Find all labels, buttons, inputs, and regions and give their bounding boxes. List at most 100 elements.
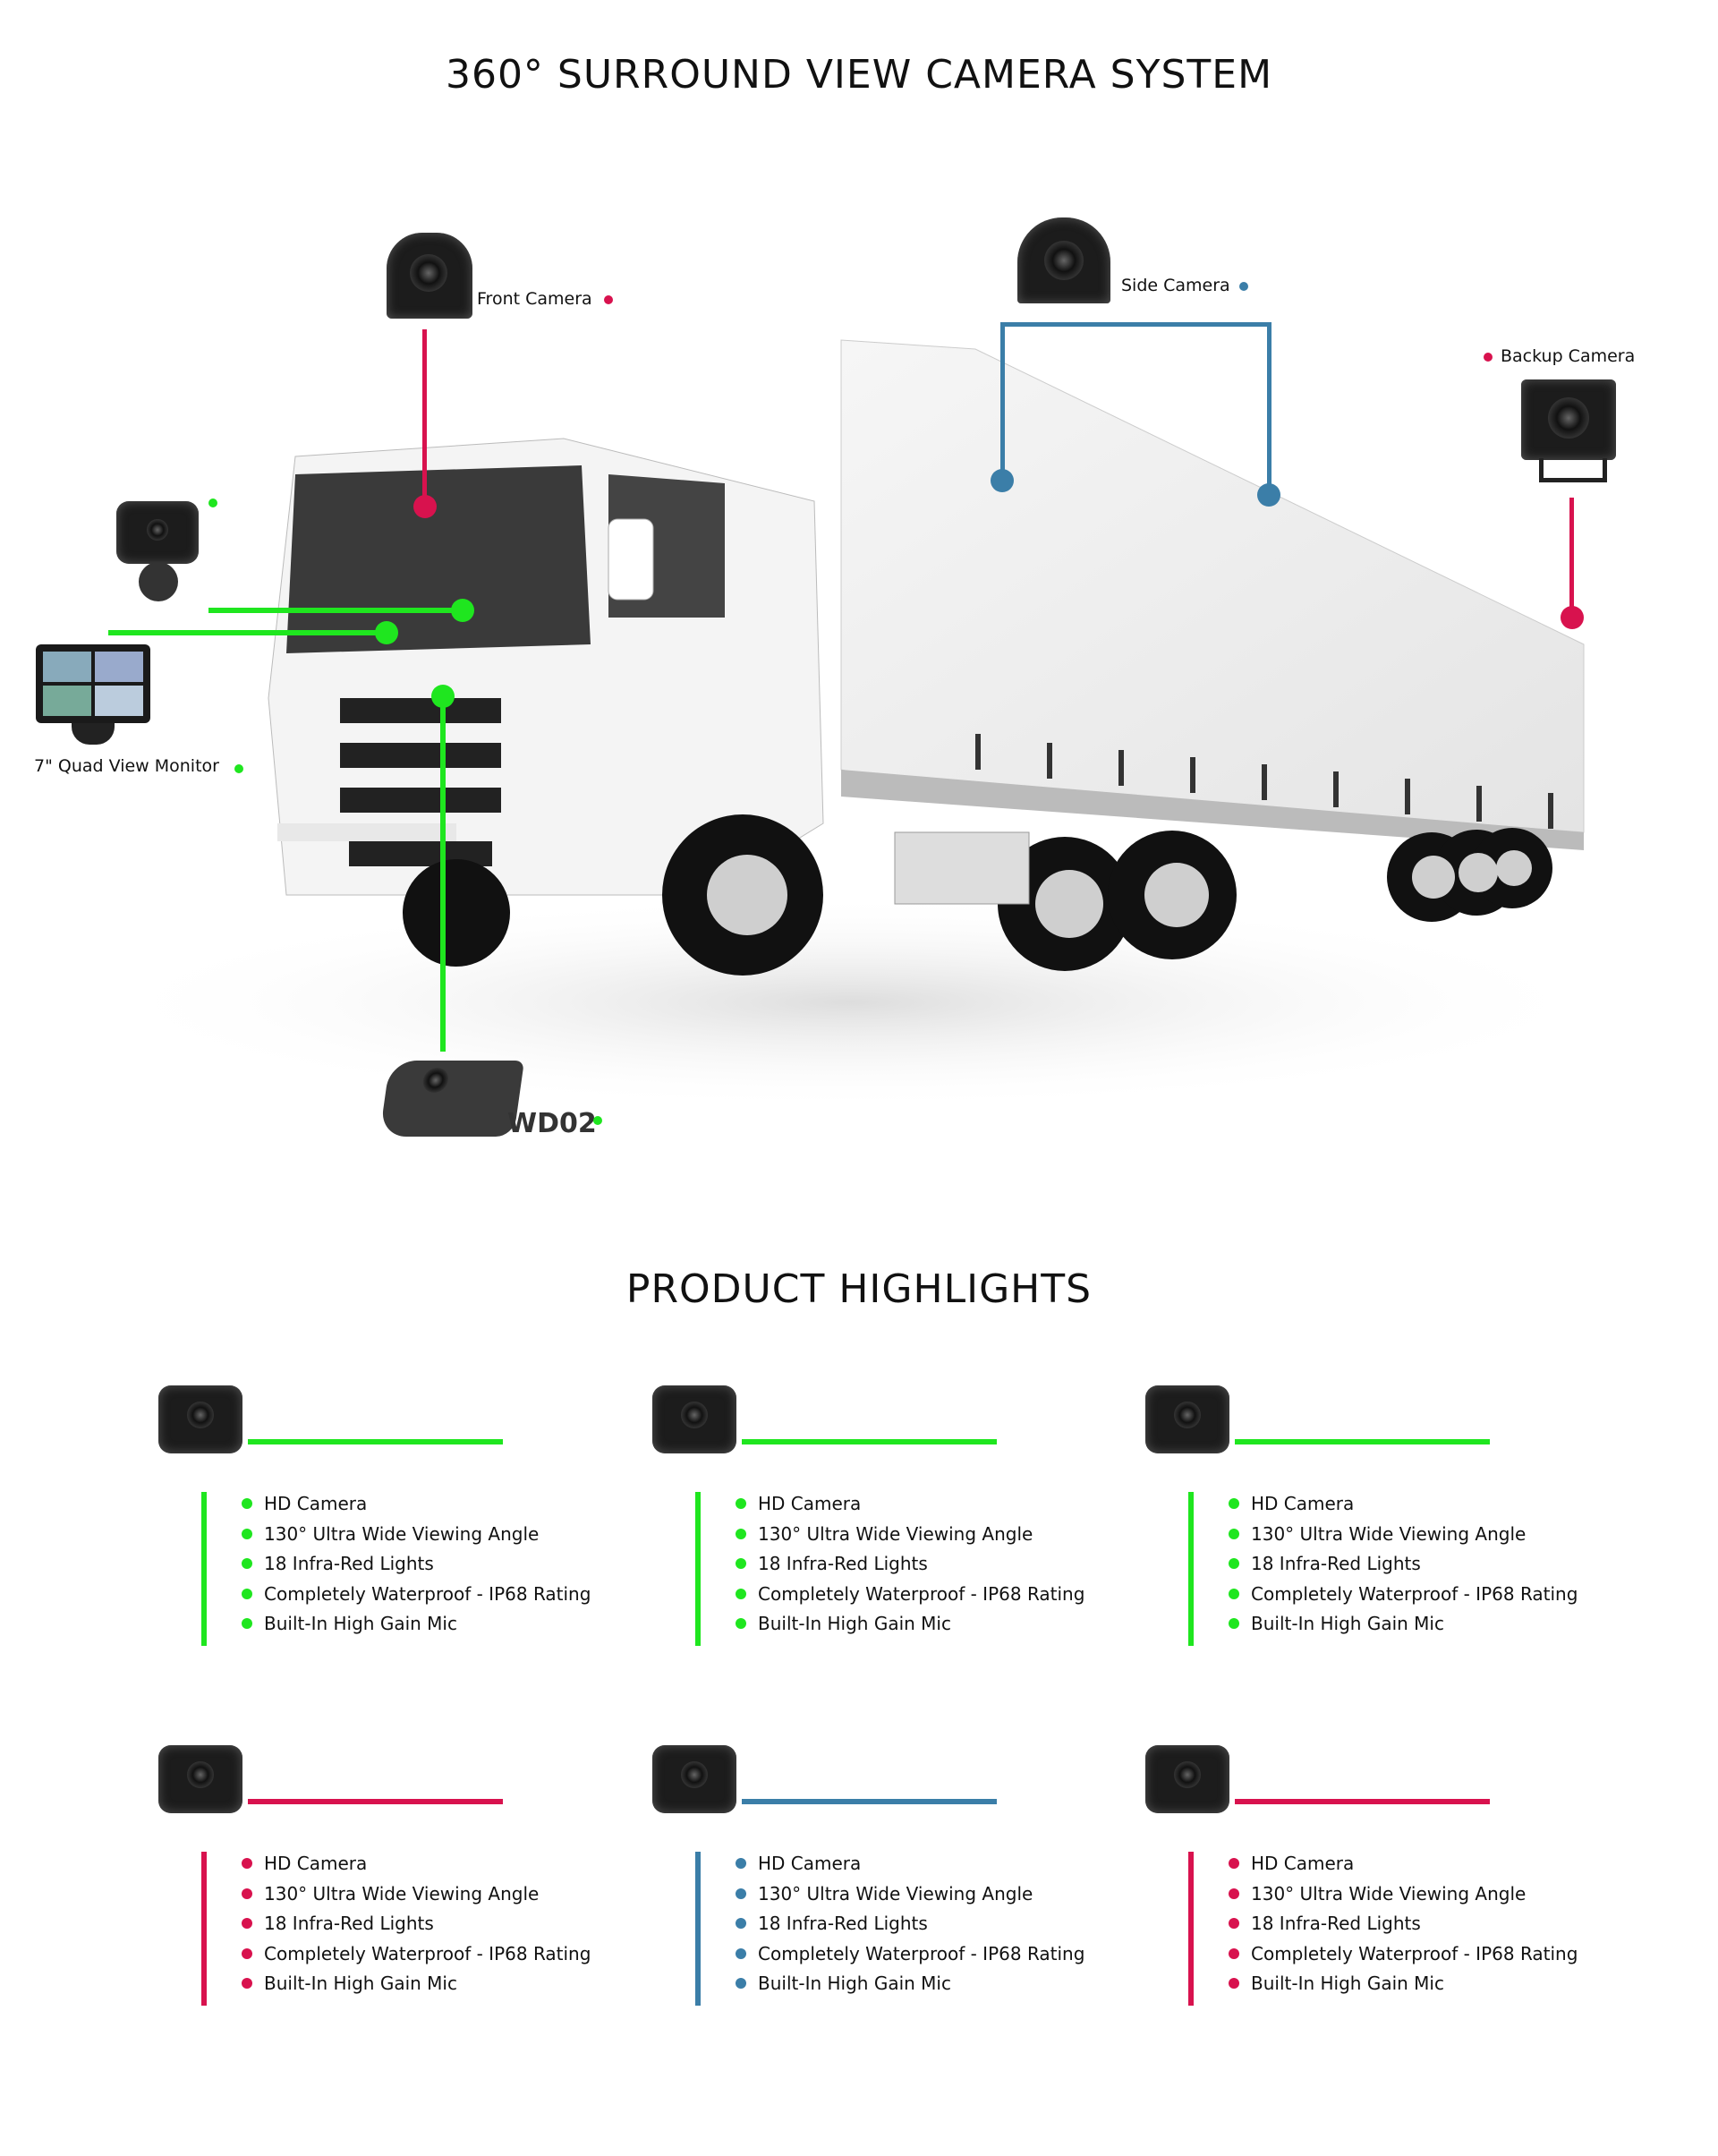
bullet-icon (242, 1918, 252, 1929)
wd02-marker (593, 1116, 602, 1125)
feature-item: 18 Infra-Red Lights (1251, 1913, 1421, 1934)
card-vertical-line (695, 1492, 701, 1646)
bullet-icon (242, 1588, 252, 1599)
bullet-icon (1229, 1618, 1239, 1629)
dash-camera-marker (208, 499, 217, 507)
feature-item: HD Camera (758, 1493, 862, 1514)
front-camera-point (413, 495, 437, 518)
bullet-icon (736, 1528, 746, 1539)
feature-item: 130° Ultra Wide Viewing Angle (264, 1522, 540, 1545)
feature-item: HD Camera (264, 1493, 368, 1514)
feature-item: Completely Waterproof - IP68 Rating (758, 1582, 1085, 1605)
card-vertical-line (201, 1852, 207, 2006)
backup-camera-point (1561, 606, 1584, 629)
feature-item: 130° Ultra Wide Viewing Angle (264, 1882, 540, 1905)
bullet-icon (736, 1618, 746, 1629)
dash-camera-connector (208, 608, 464, 613)
card-vertical-line (1188, 1492, 1194, 1646)
feature-item: Completely Waterproof - IP68 Rating (264, 1942, 591, 1964)
feature-item: 18 Infra-Red Lights (264, 1553, 434, 1574)
feature-item: HD Camera (1251, 1493, 1355, 1514)
monitor-connector (108, 630, 388, 635)
bullet-icon (242, 1858, 252, 1869)
highlights-title: PRODUCT HIGHLIGHTS (625, 1266, 1093, 1312)
bullet-icon (1229, 1947, 1239, 1959)
backup-camera-image (1521, 379, 1616, 460)
bullet-icon (1229, 1498, 1239, 1509)
side-camera-point (991, 469, 1014, 492)
page-title: 360° SURROUND VIEW CAMERA SYSTEM (445, 52, 1273, 98)
front-camera-image (1145, 1745, 1229, 1813)
front-camera-connector (422, 329, 427, 507)
card-horizontal-line (742, 1439, 997, 1444)
bullet-icon (1229, 1558, 1239, 1569)
feature-item: Built-In High Gain Mic (758, 1613, 951, 1634)
feature-item: 18 Infra-Red Lights (1251, 1553, 1421, 1574)
wd02-camera-image (652, 1385, 736, 1453)
side-camera-connector-right (1267, 322, 1271, 494)
feature-item: Completely Waterproof - IP68 Rating (758, 1942, 1085, 1964)
bullet-icon (736, 1888, 746, 1899)
quad-view-monitor-image (36, 644, 150, 723)
card-vertical-line (201, 1492, 207, 1646)
bullet-icon (736, 1858, 746, 1869)
backup-camera-marker (1484, 353, 1493, 362)
feature-item: HD Camera (758, 1853, 862, 1874)
front-camera-label: Front Camera (477, 289, 592, 309)
wd02-point (431, 685, 455, 708)
bullet-icon (1229, 1918, 1239, 1929)
quad-view-monitor-image (1145, 1385, 1229, 1453)
card-vertical-line (1188, 1852, 1194, 2006)
wd02-connector (440, 695, 446, 1052)
front-camera-marker (604, 295, 613, 304)
bullet-icon (736, 1947, 746, 1959)
feature-item: Built-In High Gain Mic (264, 1613, 457, 1634)
monitor-stand-icon (72, 723, 115, 745)
bullet-icon (736, 1918, 746, 1929)
feature-item: Completely Waterproof - IP68 Rating (264, 1582, 591, 1605)
bullet-icon (1229, 1978, 1239, 1989)
feature-item: Built-In High Gain Mic (1251, 1613, 1444, 1634)
backup-camera-label: Backup Camera (1501, 346, 1636, 366)
monitor-point (375, 621, 398, 644)
feature-item: Built-In High Gain Mic (758, 1973, 951, 1994)
feature-item: 18 Infra-Red Lights (264, 1913, 434, 1934)
bullet-icon (736, 1978, 746, 1989)
feature-item: 130° Ultra Wide Viewing Angle (758, 1522, 1033, 1545)
feature-item: 130° Ultra Wide Viewing Angle (758, 1882, 1033, 1905)
feature-item: Built-In High Gain Mic (264, 1973, 457, 1994)
bullet-icon (736, 1498, 746, 1509)
bullet-icon (736, 1558, 746, 1569)
card-horizontal-line (248, 1439, 503, 1444)
feature-item: 130° Ultra Wide Viewing Angle (1251, 1522, 1527, 1545)
bullet-icon (242, 1528, 252, 1539)
bullet-icon (736, 1588, 746, 1599)
feature-item: Built-In High Gain Mic (1251, 1973, 1444, 1994)
side-camera-connector (1000, 322, 1271, 327)
bullet-icon (1229, 1528, 1239, 1539)
side-camera-point (1257, 483, 1280, 507)
feature-item: Completely Waterproof - IP68 Rating (1251, 1942, 1578, 1964)
side-camera-image (652, 1745, 736, 1813)
bullet-icon (1229, 1888, 1239, 1899)
bullet-icon (242, 1558, 252, 1569)
backup-camera-image (158, 1745, 242, 1813)
side-camera-connector-left (1000, 322, 1005, 480)
side-camera-marker (1239, 282, 1248, 291)
monitor-label: 7" Quad View Monitor (34, 756, 219, 776)
bullet-icon (1229, 1858, 1239, 1869)
backup-camera-connector (1569, 498, 1574, 618)
dash-camera-image (116, 501, 199, 564)
front-camera-image (387, 233, 472, 319)
monitor-marker (234, 764, 243, 773)
dash-camera-image (158, 1385, 242, 1453)
dash-camera-mount-icon (139, 562, 178, 601)
side-camera-label: Side Camera (1121, 276, 1230, 295)
card-horizontal-line (742, 1799, 997, 1804)
backup-camera-bracket-icon (1539, 458, 1607, 482)
bullet-icon (242, 1947, 252, 1959)
feature-item: Completely Waterproof - IP68 Rating (1251, 1582, 1578, 1605)
side-camera-image (1017, 217, 1110, 303)
bullet-icon (242, 1498, 252, 1509)
wd02-label: WD02 (507, 1108, 597, 1139)
